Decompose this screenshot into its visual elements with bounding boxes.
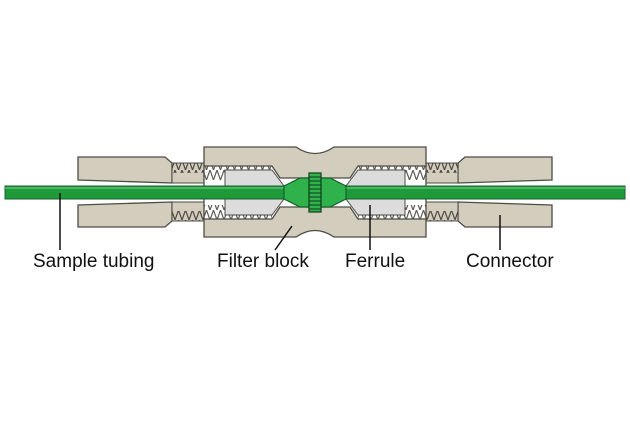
label-ferrule: Ferrule xyxy=(345,251,406,272)
left-connector-bottom xyxy=(77,201,173,228)
left-connector xyxy=(77,156,205,228)
label-filter-block: Filter block xyxy=(217,251,309,272)
right-connector xyxy=(425,156,553,228)
right-ferrule xyxy=(345,169,406,216)
label-connector: Connector xyxy=(466,251,554,272)
filter-chamber xyxy=(283,172,347,213)
left-connector-top xyxy=(77,156,173,184)
right-connector-bottom xyxy=(457,201,553,228)
label-sample-tubing: Sample tubing xyxy=(33,251,155,272)
right-connector-top xyxy=(457,156,553,184)
filter-block-top xyxy=(203,146,427,179)
leader-filter-block xyxy=(274,225,293,251)
